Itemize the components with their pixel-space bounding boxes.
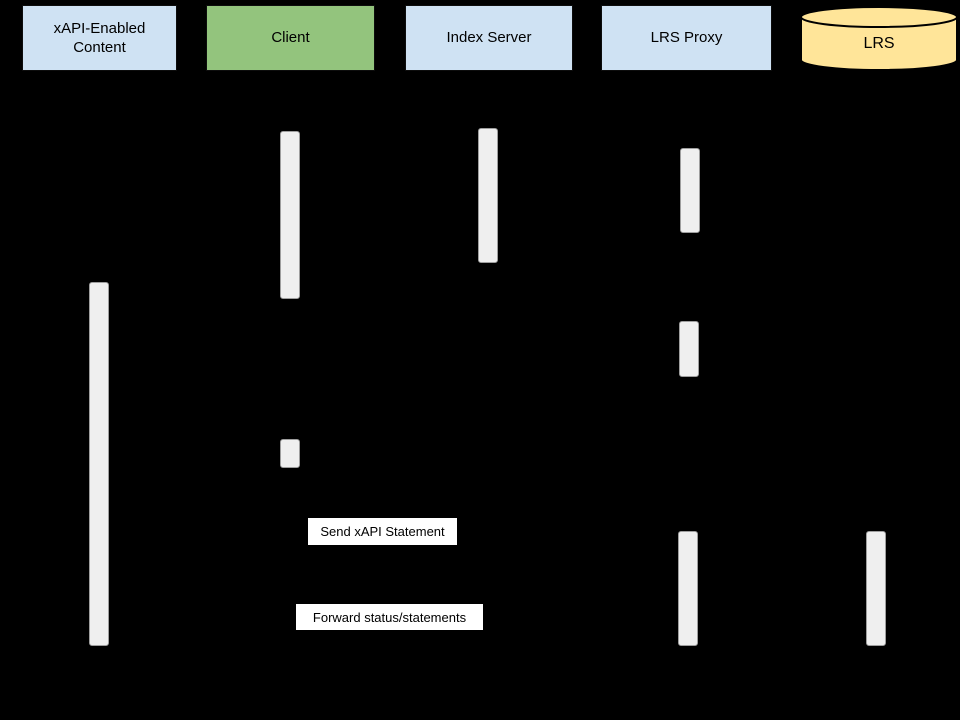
- message-label-send-xapi-statement: Send xAPI Statement: [308, 518, 457, 545]
- message-text: Send xAPI Statement: [320, 524, 445, 539]
- message-label-forward-status-statements: Forward status/statements: [296, 604, 483, 630]
- actor-label: Index Server: [446, 29, 532, 47]
- actor-label: xAPI-Enabled Content: [53, 19, 146, 57]
- message-text: Forward status/statements: [312, 609, 467, 625]
- actor-xapi-enabled-content: xAPI-Enabled Content: [22, 5, 177, 71]
- activation-bar-lrs-proxy-1: [680, 148, 700, 233]
- activation-bar-client-1: [280, 131, 300, 299]
- activation-bar-index-server: [478, 128, 498, 263]
- actor-lrs-database: LRS: [799, 5, 959, 72]
- actor-index-server: Index Server: [405, 5, 573, 71]
- actor-lrs-proxy: LRS Proxy: [601, 5, 772, 71]
- activation-bar-xapi-content: [89, 282, 109, 646]
- actor-label: Client: [271, 29, 310, 47]
- activation-bar-client-2: [280, 439, 300, 468]
- actor-label: LRS Proxy: [650, 29, 723, 47]
- actor-label: LRS: [863, 35, 895, 52]
- database-cylinder-icon: [800, 6, 958, 71]
- activation-bar-lrs: [866, 531, 886, 646]
- activation-bar-lrs-proxy-3: [678, 531, 698, 646]
- actor-client: Client: [206, 5, 375, 71]
- activation-bar-lrs-proxy-2: [679, 321, 699, 377]
